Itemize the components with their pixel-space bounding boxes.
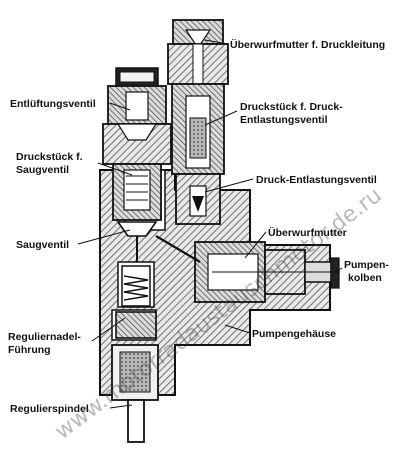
- label-reguliernadel-fuehrung-line1: Reguliernadel-: [8, 331, 81, 343]
- label-regulierspindel: Regulierspindel: [10, 403, 89, 415]
- bleed-valve-assembly: [102, 67, 172, 262]
- label-pumpengehaeuse: Pumpengehäuse: [252, 328, 336, 340]
- fuel-channel: [155, 235, 201, 263]
- label-pumpenkolben-line1: Pumpen-: [344, 259, 389, 271]
- label-entlueftungsventil: Entlüftungsventil: [10, 98, 96, 110]
- label-druckstueck-entlastungsventil-line2: Entlastungsventil: [240, 114, 328, 126]
- pump-piston-assembly: [194, 241, 340, 303]
- label-druck-entlastungsventil: Druck-Entlastungsventil: [256, 174, 377, 186]
- label-druckstueck-entlastungsventil-line1: Druckstück f. Druck-: [240, 101, 343, 113]
- label-saugventil: Saugventil: [16, 239, 69, 251]
- regulator-spindle: [111, 344, 159, 443]
- label-druckstueck-saugventil-line1: Druckstück f.: [16, 151, 83, 163]
- label-ueberwurfmutter: Überwurfmutter: [268, 226, 347, 239]
- label-ueberwurfmutter-druckleitung: Überwurfmutter f. Druckleitung: [230, 38, 385, 51]
- label-reguliernadel-fuehrung-line2: Führung: [8, 344, 51, 356]
- label-druckstueck-saugventil-line2: Saugventil: [16, 164, 69, 176]
- leader-lines: [77, 39, 343, 409]
- pressure-relief-valve-assembly: [167, 19, 229, 225]
- regulator-needle-guide: [115, 265, 157, 339]
- label-pumpenkolben-line2: kolben: [348, 272, 382, 284]
